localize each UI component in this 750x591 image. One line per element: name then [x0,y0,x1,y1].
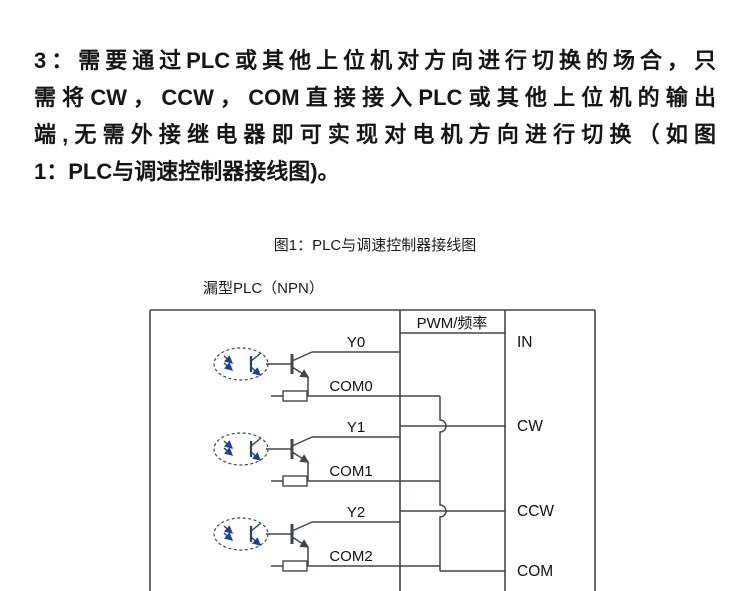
plc-type-label: 漏型PLC（NPN） [203,280,324,297]
driver-terminal-com: COM [517,563,553,580]
transistor-emitter [291,536,310,548]
driver-terminal-cw: CW [517,418,543,435]
terminal-label-y0: Y0 [347,334,365,351]
plc-output-channel-0: Y0 COM0 [213,334,440,402]
transistor-collector [291,351,313,362]
paragraph-line: 端,无需外接继电器即可实现对电机方向进行切换（如图 [34,122,716,147]
driver-terminal-in: IN [517,334,533,351]
driver-terminal-ccw: CCW [517,503,554,520]
phototransistor-collector [250,437,262,447]
transistor-collector [291,436,313,447]
resistor [282,560,308,572]
led-arrow-icon [223,532,234,541]
body-paragraph: 3：需要通过PLC或其他上位机对方向进行切换的场合，只 需将CW，CCW，COM… [34,42,716,190]
paragraph-line: 3：需要通过PLC或其他上位机对方向进行切换的场合，只 [34,48,716,73]
phototransistor-emitter [250,536,262,546]
resistor [282,390,308,402]
terminal-label-y2: Y2 [347,504,365,521]
optocoupler-body [213,517,269,551]
plc-output-channel-1: Y1 COM1 [213,419,440,487]
figure-caption: 图1：PLC与调速控制器接线图 [273,237,477,254]
led-arrow-icon [223,447,234,456]
phototransistor-collector [250,352,262,362]
signal-header-label: PWM/频率 [417,315,488,332]
optocoupler-body [213,347,269,381]
optocoupler-body [213,432,269,466]
phototransistor-collector [250,522,262,532]
phototransistor-emitter [250,451,262,461]
terminal-label-com2: COM2 [329,548,372,565]
terminal-label-com0: COM0 [329,378,372,395]
phototransistor-emitter [250,366,262,376]
plc-output-channel-2: Y2 COM2 [213,504,440,572]
led-arrow-icon [223,362,234,371]
terminal-label-y1: Y1 [347,419,365,436]
paragraph-line: 需将CW，CCW，COM直接接入PLC或其他上位机的输出 [34,85,716,110]
terminal-label-com1: COM1 [329,463,372,480]
led-arrow-icon [223,355,234,364]
transistor-emitter [291,451,310,463]
paragraph-line: 1：PLC与调速控制器接线图)。 [34,159,340,184]
transistor-collector [291,521,313,532]
com-bus-with-hops [439,396,447,571]
led-arrow-icon [223,440,234,449]
transistor-emitter [291,366,310,378]
resistor [282,475,308,487]
led-arrow-icon [223,525,234,534]
